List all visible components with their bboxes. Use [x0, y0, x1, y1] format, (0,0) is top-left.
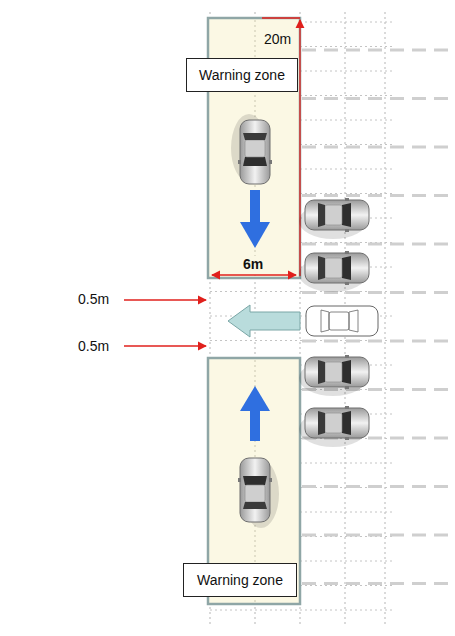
zone-label: Warning zone	[199, 67, 285, 83]
dimension-label: 0.5m	[76, 338, 111, 354]
dimension-label: 0.5m	[76, 291, 111, 307]
dimension-label: 20m	[262, 31, 293, 47]
warning-zone-label-box: Warning zone	[183, 563, 297, 597]
dimension-label: 6m	[241, 256, 265, 272]
zone-label: Warning zone	[197, 572, 283, 588]
warning-zone-label-box: Warning zone	[186, 58, 298, 92]
